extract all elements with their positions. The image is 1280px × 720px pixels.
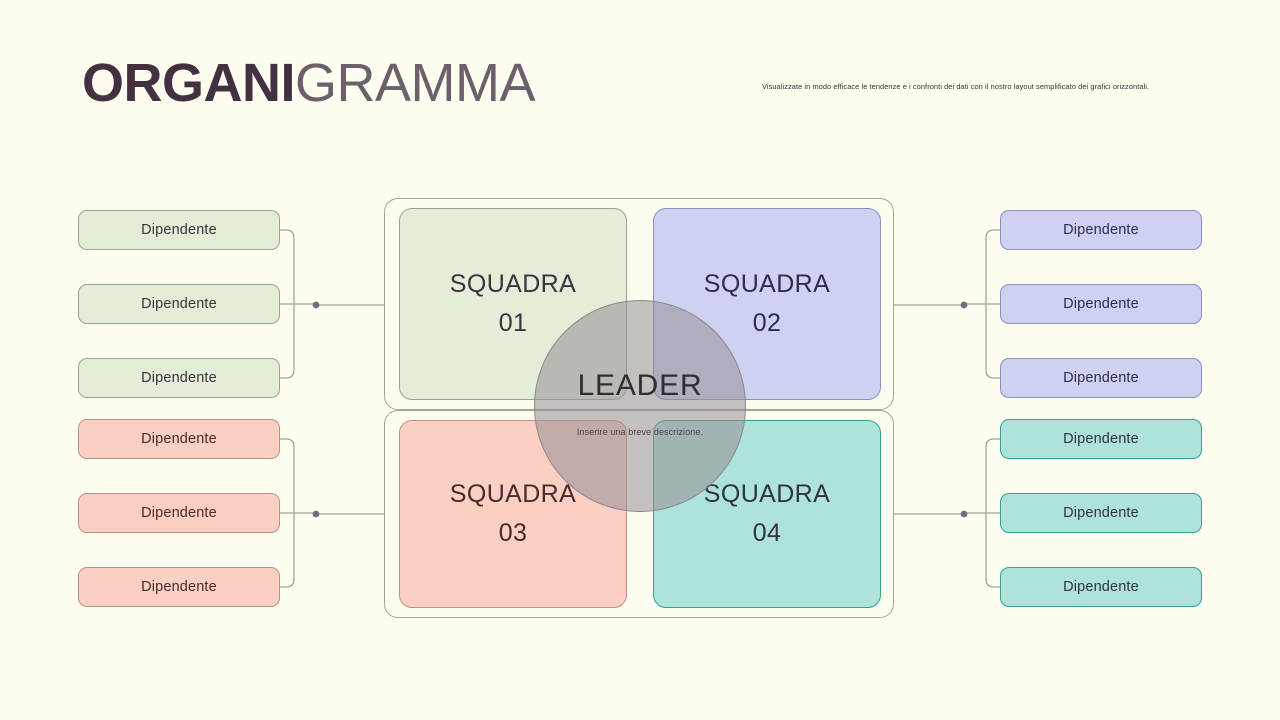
team-number: 04 bbox=[752, 519, 782, 547]
employee-pill[interactable]: Dipendente bbox=[78, 284, 280, 324]
employee-pill[interactable]: Dipendente bbox=[1000, 419, 1202, 459]
page-title-light: GRAMMA bbox=[295, 53, 536, 113]
employee-label: Dipendente bbox=[1063, 296, 1139, 312]
team-number: 01 bbox=[498, 309, 528, 337]
team-name: SQUADRA bbox=[703, 270, 831, 299]
team-name: SQUADRA bbox=[449, 270, 577, 299]
employee-label: Dipendente bbox=[1063, 431, 1139, 447]
leader-node[interactable]: LEADER Inserire una breve descrizione. bbox=[534, 300, 746, 512]
employee-spine bbox=[279, 229, 295, 379]
team-number: 02 bbox=[752, 309, 782, 337]
connector-node bbox=[960, 301, 968, 309]
employee-label: Dipendente bbox=[141, 222, 217, 238]
page-title-strong: ORGANI bbox=[82, 53, 296, 113]
employee-pill[interactable]: Dipendente bbox=[1000, 358, 1202, 398]
employee-label: Dipendente bbox=[1063, 370, 1139, 386]
team-name: SQUADRA bbox=[703, 480, 831, 509]
employee-spine bbox=[279, 438, 295, 588]
connector-node bbox=[960, 510, 968, 518]
employee-pill[interactable]: Dipendente bbox=[78, 493, 280, 533]
employee-pill[interactable]: Dipendente bbox=[1000, 284, 1202, 324]
team-number: 03 bbox=[498, 519, 528, 547]
employee-label: Dipendente bbox=[141, 296, 217, 312]
employee-pill[interactable]: Dipendente bbox=[78, 567, 280, 607]
employee-pill[interactable]: Dipendente bbox=[78, 419, 280, 459]
team-name: SQUADRA bbox=[449, 480, 577, 509]
employee-pill[interactable]: Dipendente bbox=[78, 210, 280, 250]
employee-label: Dipendente bbox=[1063, 505, 1139, 521]
employee-spine bbox=[985, 438, 1001, 588]
page-title: ORGANIGRAMMA bbox=[82, 53, 536, 113]
employee-label: Dipendente bbox=[1063, 579, 1139, 595]
employee-pill[interactable]: Dipendente bbox=[1000, 493, 1202, 533]
employee-label: Dipendente bbox=[141, 370, 217, 386]
connector-node bbox=[312, 510, 320, 518]
employee-label: Dipendente bbox=[141, 431, 217, 447]
employee-pill[interactable]: Dipendente bbox=[78, 358, 280, 398]
employee-label: Dipendente bbox=[141, 579, 217, 595]
employee-pill[interactable]: Dipendente bbox=[1000, 210, 1202, 250]
leader-description: Inserire una breve descrizione. bbox=[576, 427, 704, 437]
leader-title: LEADER bbox=[577, 369, 703, 402]
employee-label: Dipendente bbox=[141, 505, 217, 521]
employee-label: Dipendente bbox=[1063, 222, 1139, 238]
page-subtitle: Visualizzate in modo efficace le tendenz… bbox=[762, 82, 1150, 91]
connector-node bbox=[312, 301, 320, 309]
employee-spine bbox=[985, 229, 1001, 379]
employee-pill[interactable]: Dipendente bbox=[1000, 567, 1202, 607]
